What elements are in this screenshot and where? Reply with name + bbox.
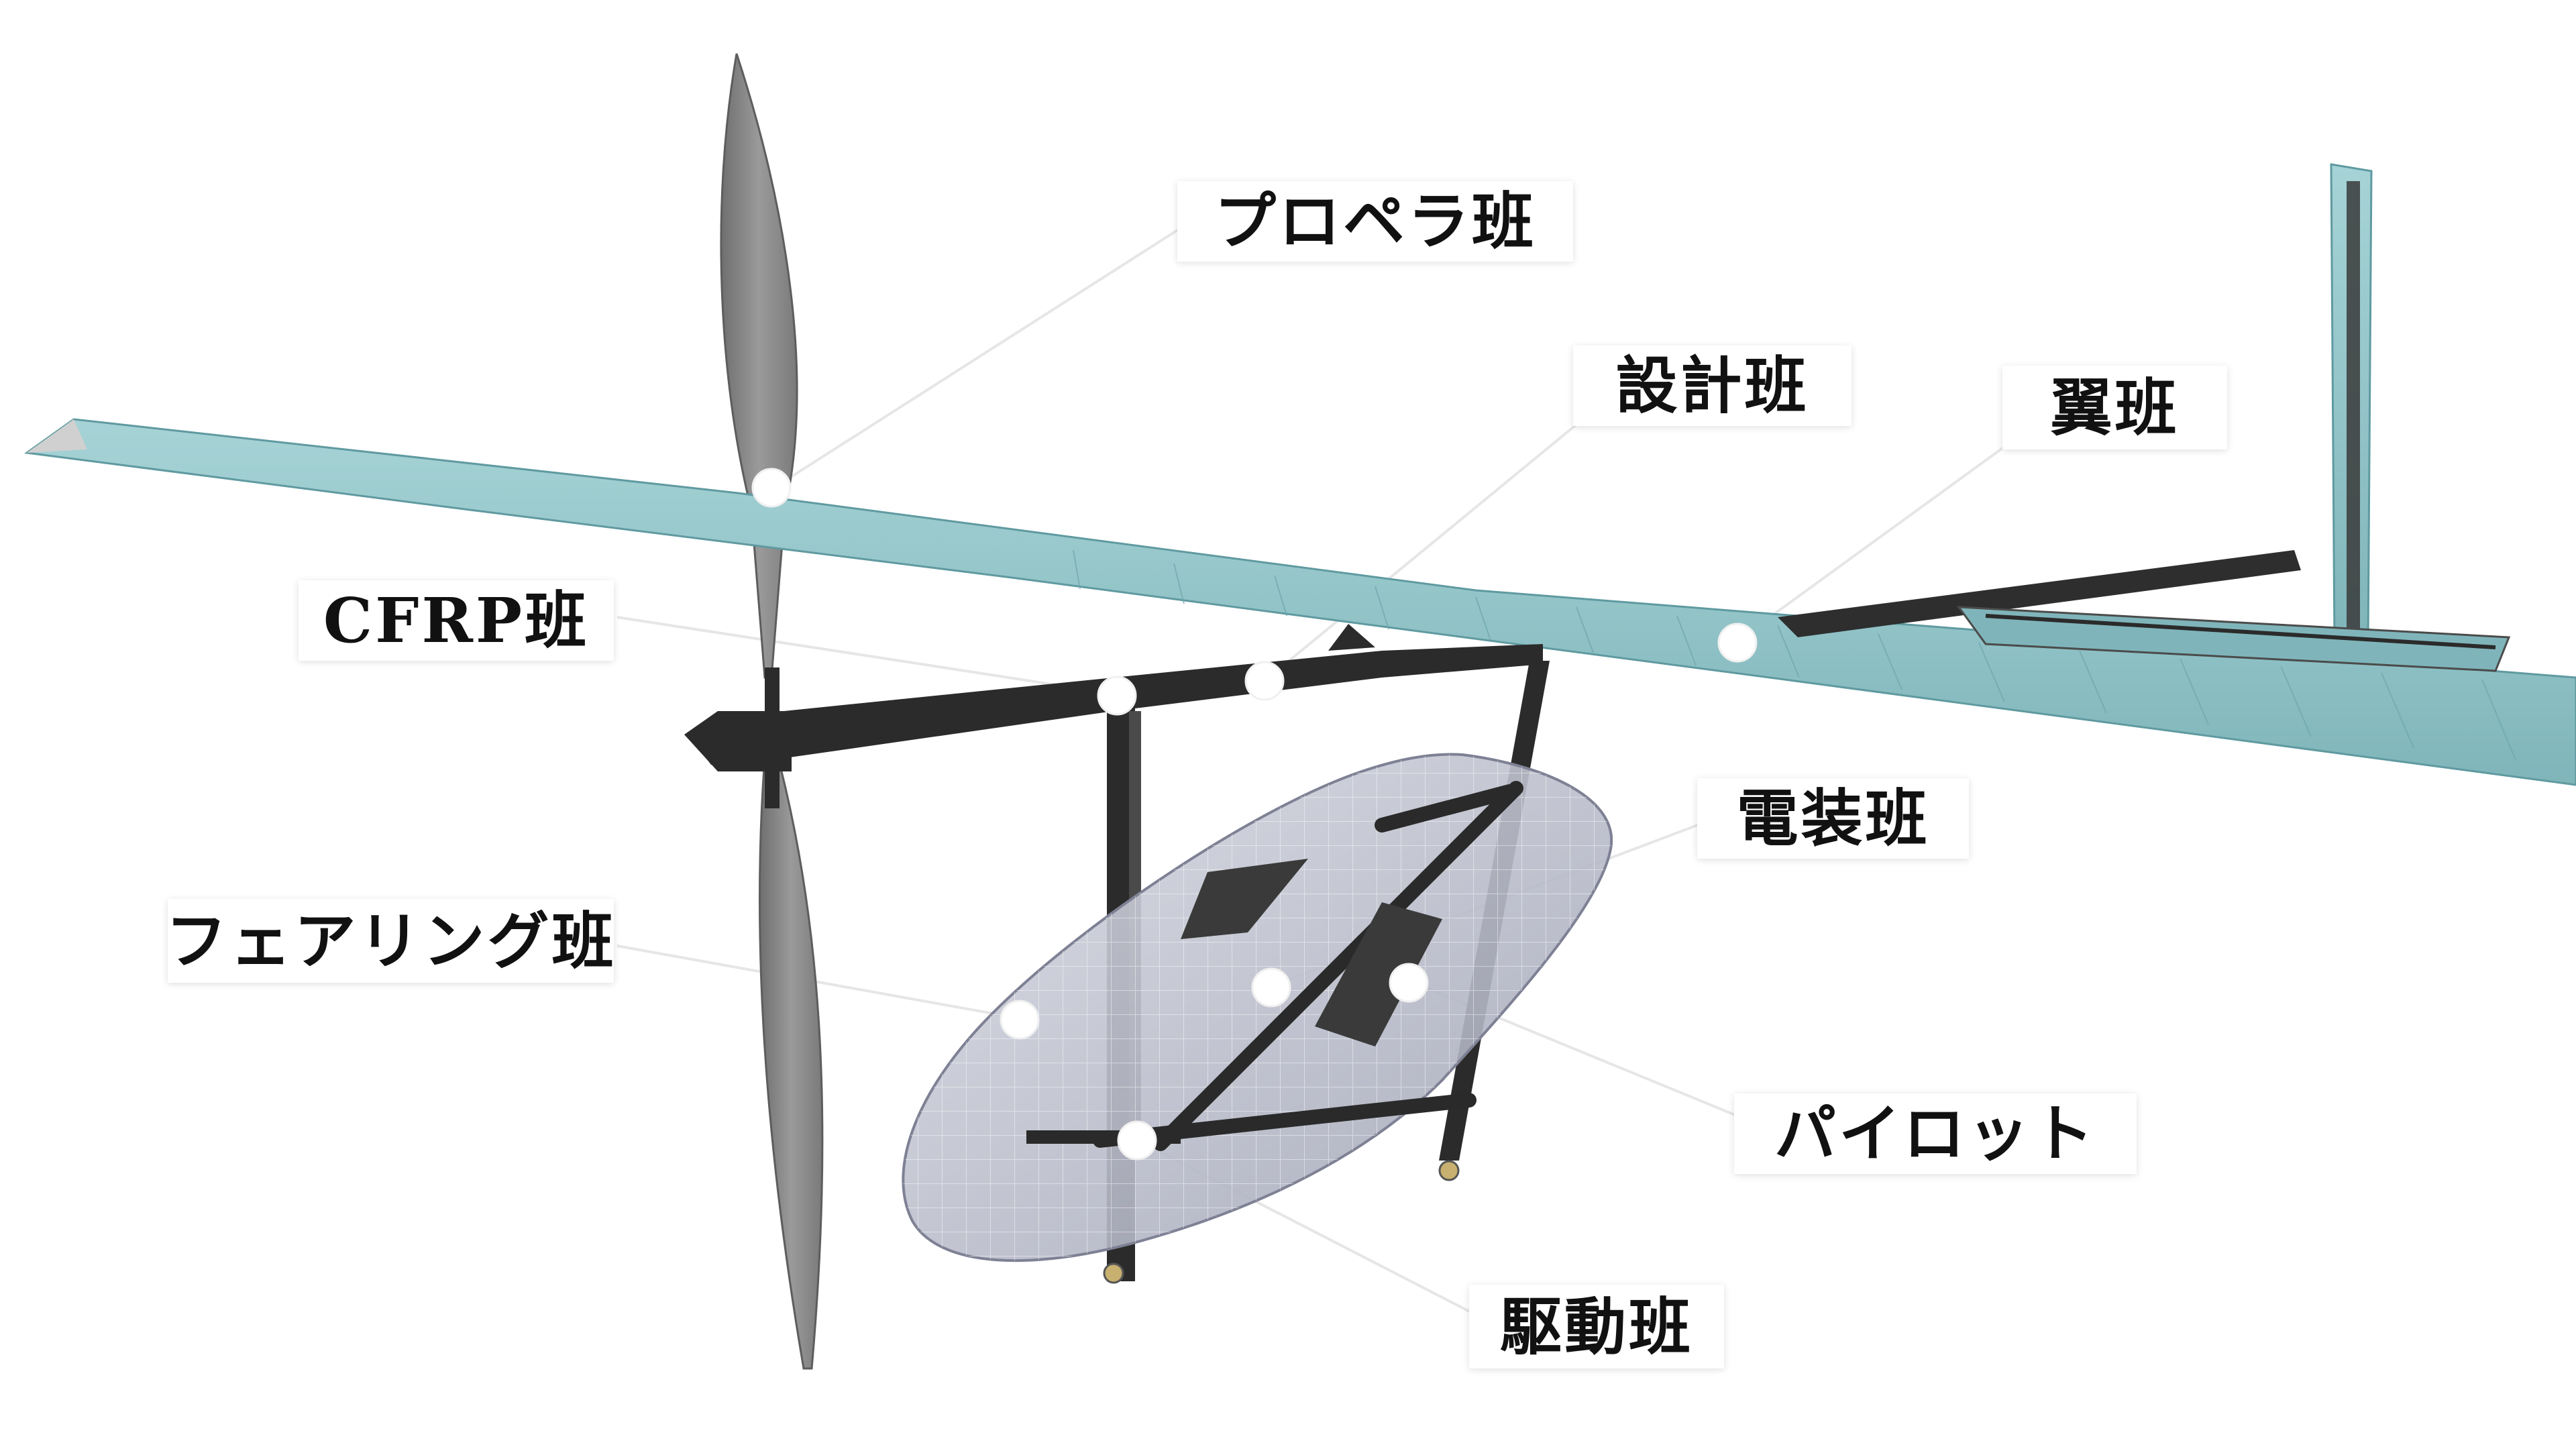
leader-propeller: [780, 227, 1182, 484]
label-drive: 駆動班: [1469, 1285, 1724, 1368]
marker-wing: [1717, 623, 1758, 663]
wheels: [1103, 1160, 1460, 1284]
leader-wing: [1736, 435, 2021, 642]
marker-propeller: [751, 468, 792, 508]
label-cfrp: CFRP班: [299, 580, 614, 661]
label-wing: 翼班: [2002, 366, 2227, 449]
label-pilot: パイロット: [1734, 1093, 2137, 1174]
label-propeller: プロペラ班: [1177, 181, 1573, 262]
label-electrical: 電装班: [1697, 778, 1969, 859]
propeller-lower-blade: [758, 757, 824, 1370]
electrical-box: [1181, 859, 1308, 939]
label-fairing: フェアリング班: [166, 899, 614, 983]
marker-electrical: [1251, 967, 1291, 1008]
propeller-upper-blade: [720, 53, 798, 679]
main-wing: [24, 418, 2576, 786]
marker-drive: [1117, 1120, 1157, 1161]
drive-unit: [1026, 1130, 1181, 1144]
tail-boom: [1778, 550, 2301, 637]
marker-pilot: [1389, 963, 1429, 1003]
marker-cfrp: [1097, 676, 1137, 716]
wing-ribs: [1073, 549, 2516, 761]
leader-design: [1263, 401, 1605, 682]
label-design: 設計班: [1573, 345, 1851, 426]
pilot-seat: [1315, 902, 1442, 1046]
leader-fairing: [616, 945, 1020, 1020]
leader-cfrp: [616, 616, 1118, 696]
marker-fairing: [1000, 1000, 1040, 1040]
marker-design: [1244, 661, 1285, 701]
markers: [751, 468, 1758, 1161]
stabilizer-ribs: [2347, 181, 2360, 637]
